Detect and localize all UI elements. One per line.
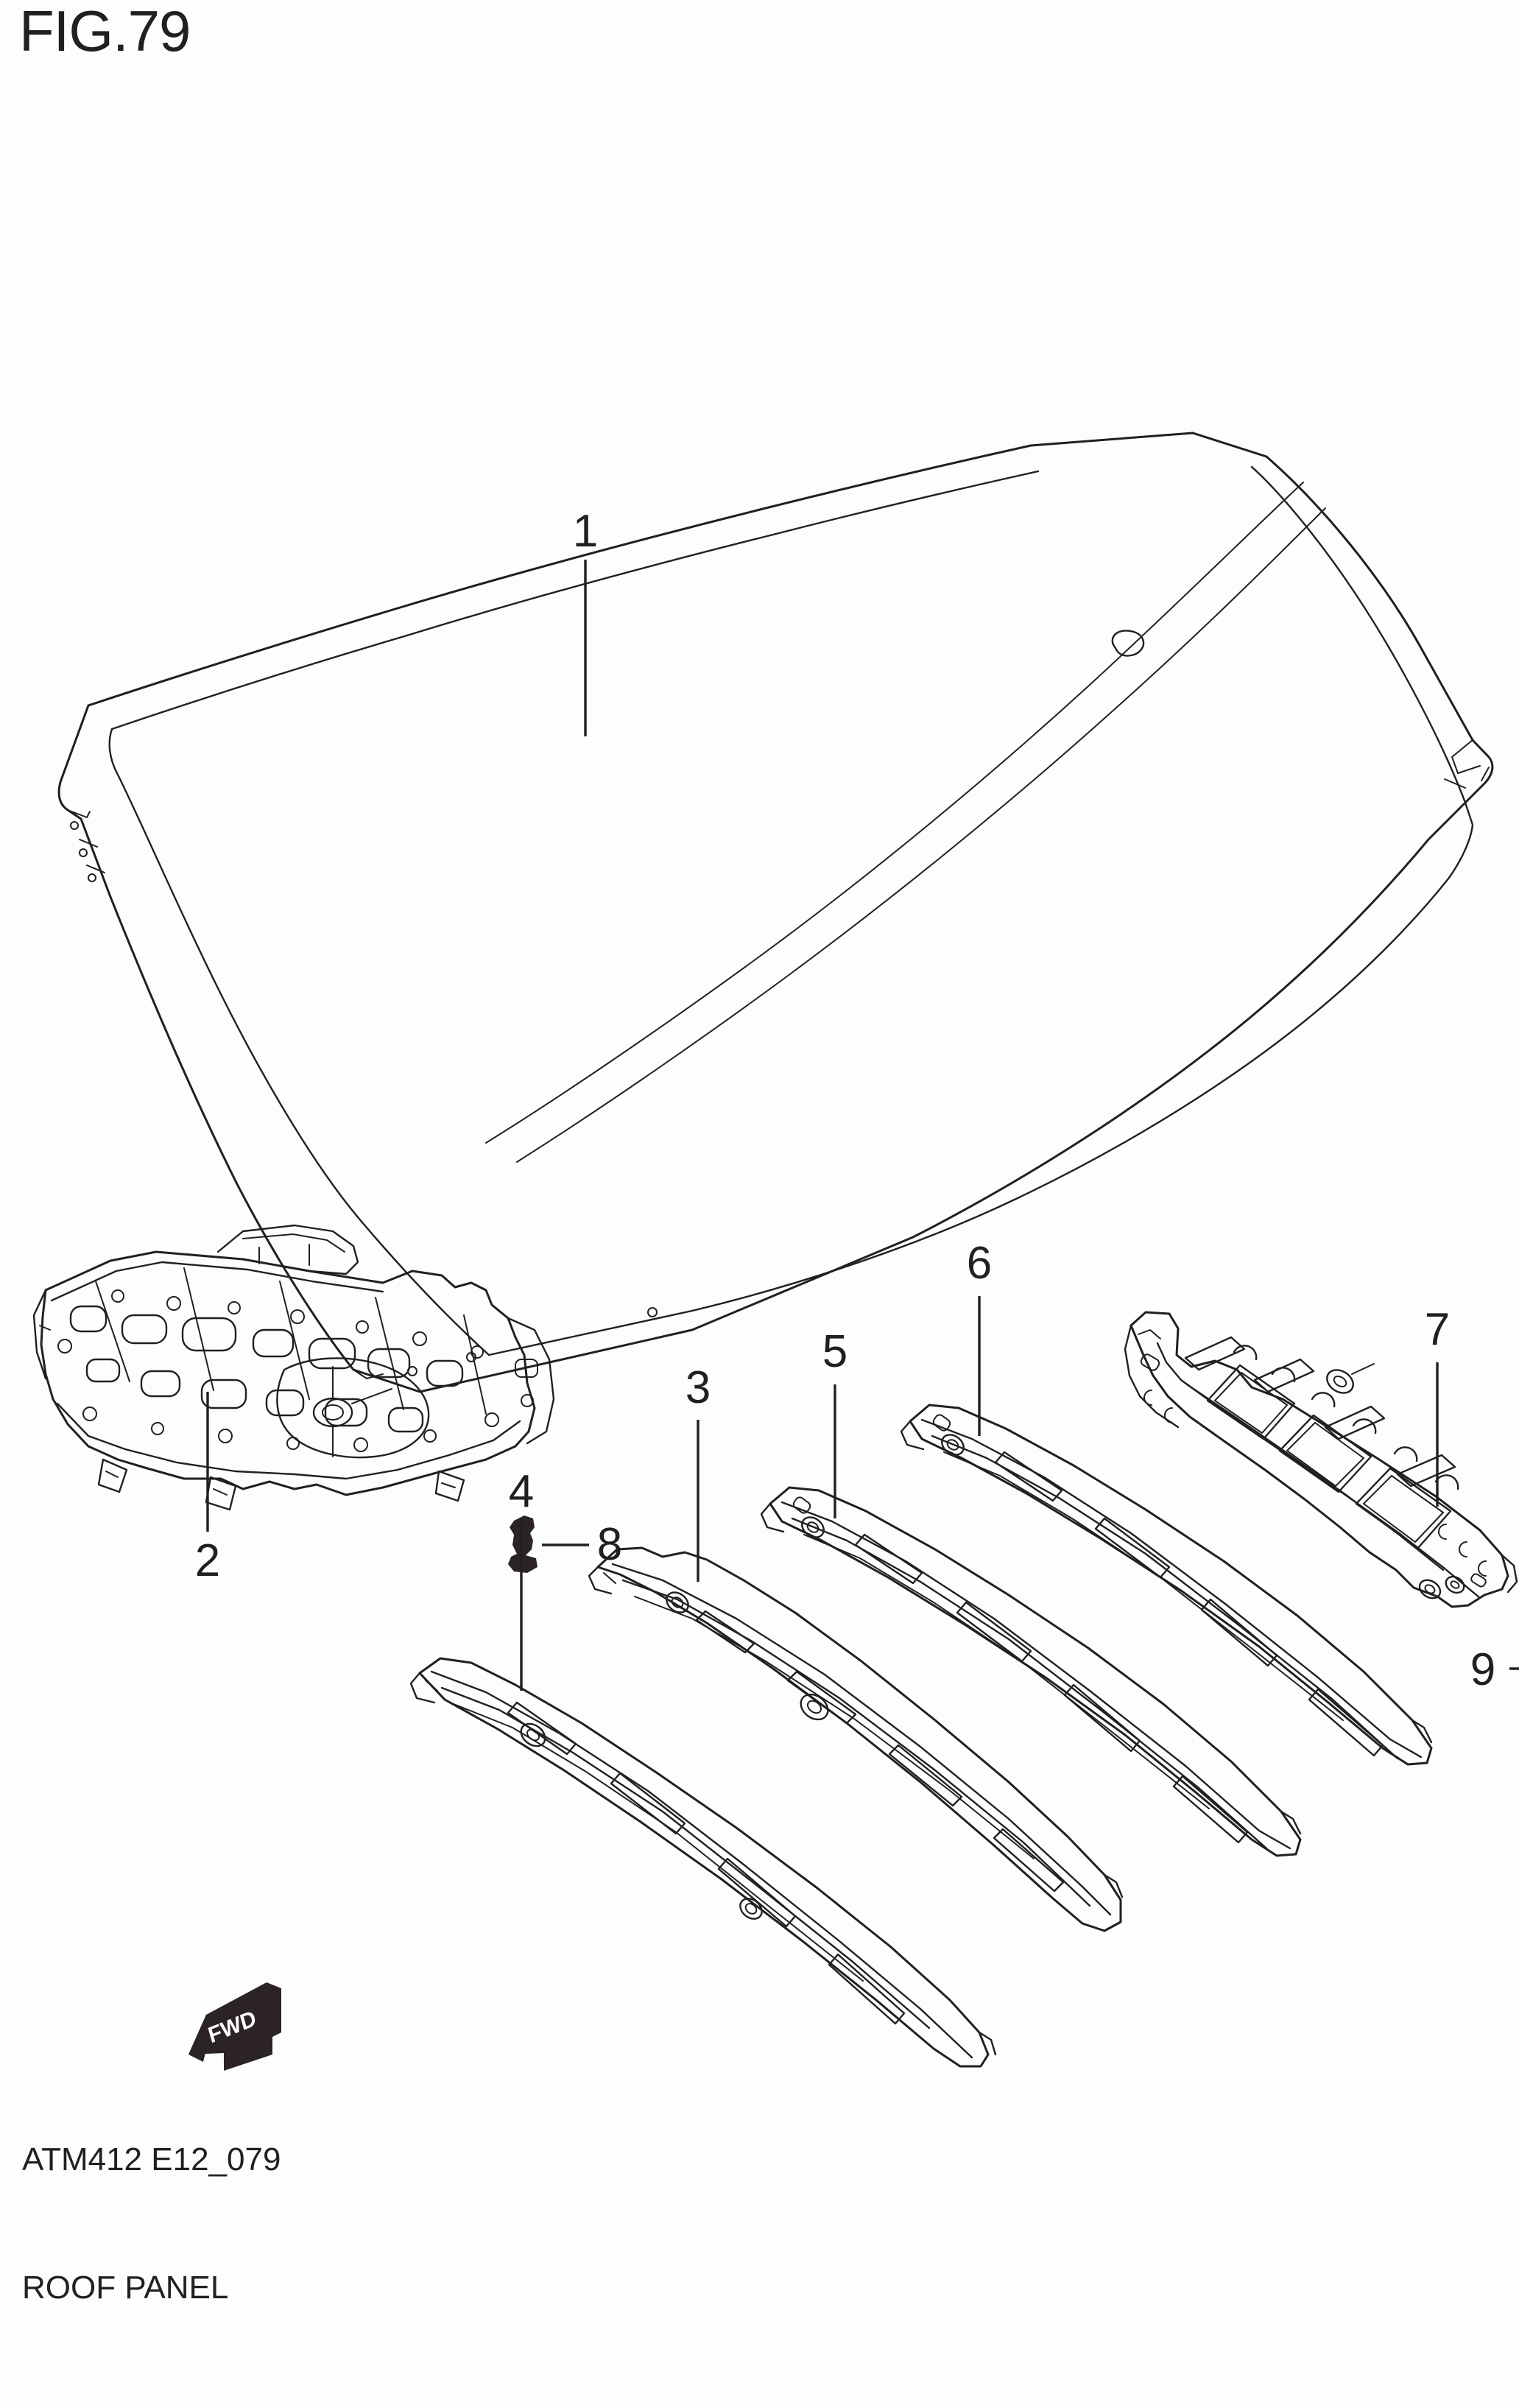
sheet-footer: ATM412 E12_079 ROOF PANEL — [22, 2052, 281, 2395]
callout-label-5: 5 — [822, 1326, 847, 1377]
callout-label-9: 9 — [1470, 1644, 1495, 1695]
part-front-header-panel[interactable] — [32, 1224, 555, 1511]
callout-label-4: 4 — [509, 1466, 534, 1517]
callout-label-8: 8 — [597, 1519, 622, 1570]
callout-label-6: 6 — [967, 1238, 992, 1289]
part-roof-bow-no3[interactable] — [588, 1546, 1124, 1932]
figure-title: FIG.79 — [19, 0, 191, 63]
part-roof-panel[interactable] — [57, 432, 1494, 1393]
forward-direction-arrow: FWD — [188, 1982, 281, 2071]
part-rear-header-panel[interactable] — [1124, 1311, 1518, 1608]
part-roof-bow-no4[interactable] — [409, 1657, 997, 2068]
part-roof-bow-no6[interactable] — [900, 1404, 1433, 1766]
callout-label-7: 7 — [1425, 1304, 1450, 1355]
callout-label-3: 3 — [686, 1362, 711, 1413]
part-roof-bow-no5[interactable] — [760, 1486, 1302, 1857]
part-clip-front[interactable] — [508, 1515, 538, 1573]
footer-code: ATM412 E12_079 — [22, 2141, 281, 2178]
callout-label-1: 1 — [573, 506, 598, 557]
footer-part-name: ROOF PANEL — [22, 2269, 229, 2306]
callout-label-2: 2 — [195, 1535, 220, 1586]
